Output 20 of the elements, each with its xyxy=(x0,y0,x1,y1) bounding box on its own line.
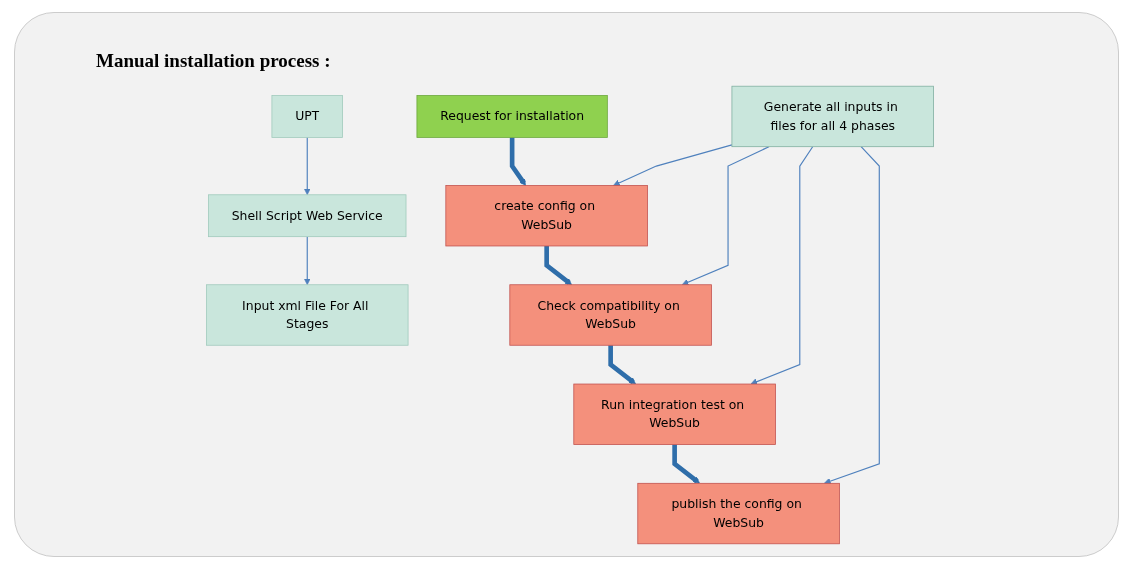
diagram-title: Manual installation process : xyxy=(96,50,331,72)
arrow xyxy=(303,236,311,286)
arrow xyxy=(608,345,636,385)
node-box: create config on WebSub xyxy=(445,185,648,247)
arrow xyxy=(613,144,733,187)
arrow xyxy=(681,146,770,286)
node-box: Request for installation xyxy=(416,95,608,138)
node-box: Check compatibility on WebSub xyxy=(509,284,712,346)
node-box: Input xml File For All Stages xyxy=(206,284,409,346)
node-box: Generate all inputs in files for all 4 phases xyxy=(731,85,934,148)
arrow xyxy=(824,146,880,485)
node-box: publish the config on WebSub xyxy=(637,482,840,545)
arrow xyxy=(672,444,700,484)
node-box: Run integration test on WebSub xyxy=(573,383,776,445)
arrow xyxy=(750,146,814,385)
arrow xyxy=(509,137,526,186)
arrow xyxy=(544,245,572,286)
arrow xyxy=(303,136,311,196)
node-box: Shell Script Web Service xyxy=(208,194,407,238)
node-box: UPT xyxy=(271,95,343,138)
